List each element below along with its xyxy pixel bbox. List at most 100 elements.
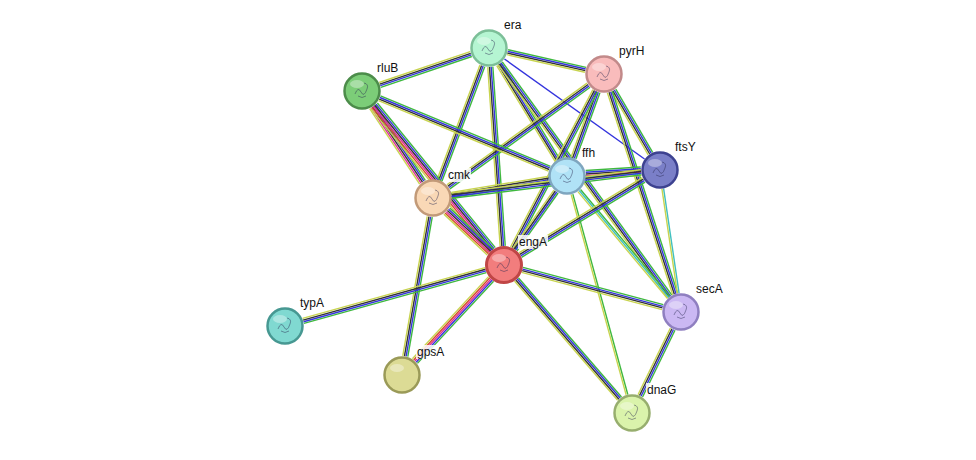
evidence-line — [452, 170, 641, 193]
node-circle — [487, 248, 522, 283]
evidence-line — [379, 99, 549, 169]
evidence-line — [416, 280, 492, 362]
node-label: era — [503, 18, 522, 32]
node-label: typA — [299, 296, 325, 310]
evidence-line — [507, 53, 585, 71]
evidence-line — [373, 106, 491, 251]
protein-node: ffh — [548, 157, 586, 195]
protein-node: dnaG — [613, 394, 651, 432]
evidence-line — [516, 192, 557, 250]
evidence-line — [450, 208, 493, 249]
evidence-line — [444, 214, 487, 255]
highlight — [648, 159, 662, 167]
node-circle — [470, 29, 508, 67]
node-label: cmk — [447, 168, 471, 182]
node-circle — [613, 394, 651, 432]
evidence-line — [513, 190, 554, 248]
protein-node: era — [470, 29, 508, 67]
highlight — [477, 37, 491, 45]
evidence-line — [379, 101, 549, 171]
evidence-line — [446, 212, 489, 253]
evidence-line — [449, 209, 492, 250]
interaction-edge — [522, 267, 664, 309]
interaction-edge — [452, 170, 642, 198]
node-label: gpsA — [416, 345, 445, 359]
highlight — [492, 254, 506, 262]
node-label: ftsY — [674, 140, 697, 154]
highlight — [669, 301, 683, 309]
evidence-line — [515, 281, 618, 400]
node-circle — [414, 179, 452, 217]
evidence-line — [376, 104, 494, 249]
interaction-edge — [379, 96, 551, 171]
evidence-line — [508, 50, 586, 68]
evidence-line — [519, 178, 643, 253]
evidence-line — [447, 210, 490, 251]
evidence-line — [523, 267, 663, 304]
highlight — [421, 187, 435, 195]
highlight — [592, 63, 606, 71]
evidence-line — [579, 191, 669, 298]
evidence-line — [445, 213, 488, 254]
evidence-line — [515, 92, 597, 249]
node-circle — [615, 396, 650, 431]
interaction-edge — [412, 277, 493, 364]
protein-node: cmk — [414, 179, 452, 217]
node-circle — [266, 307, 304, 345]
node-label: rluB — [376, 61, 399, 75]
evidence-line — [518, 278, 621, 397]
evidence-line — [452, 173, 641, 196]
evidence-line — [412, 277, 488, 359]
interaction-edge — [515, 278, 622, 401]
interaction-edge — [578, 189, 670, 298]
evidence-line — [375, 105, 493, 250]
highlight — [273, 315, 287, 323]
node-circle — [383, 356, 421, 394]
evidence-line — [512, 90, 594, 247]
interaction-edge — [444, 208, 493, 255]
interaction-edge — [488, 67, 505, 246]
node-label: engA — [518, 235, 548, 249]
node-circle — [587, 57, 622, 92]
node-circle — [643, 153, 678, 188]
interaction-edge — [513, 190, 558, 251]
interaction-edge — [371, 103, 496, 253]
evidence-line — [452, 171, 641, 194]
node-circle — [343, 72, 381, 110]
evidence-line — [415, 279, 491, 361]
protein-node: engA — [485, 246, 523, 284]
node-label: ffh — [581, 146, 596, 160]
evidence-line — [414, 278, 490, 360]
evidence-line — [523, 269, 663, 306]
node-circle — [416, 181, 451, 216]
protein-node: gpsA — [383, 356, 421, 394]
evidence-line — [662, 189, 677, 293]
evidence-line — [517, 193, 558, 251]
evidence-line — [514, 91, 596, 248]
evidence-line — [452, 175, 641, 198]
highlight — [555, 165, 569, 173]
protein-node: rluB — [343, 72, 381, 110]
node-label: dnaG — [646, 383, 677, 397]
evidence-line — [664, 189, 679, 293]
node-circle — [664, 295, 699, 330]
node-circle — [548, 157, 586, 195]
evidence-line — [508, 51, 586, 69]
highlight — [620, 402, 634, 410]
node-circle — [485, 246, 523, 284]
protein-node: pyrH — [585, 55, 623, 93]
evidence-line — [516, 280, 619, 399]
node-circle — [641, 151, 679, 189]
protein-node: secA — [662, 293, 700, 331]
evidence-line — [581, 189, 671, 296]
node-circle — [345, 74, 380, 109]
node-circle — [268, 309, 303, 344]
node-label: secA — [695, 282, 724, 296]
interaction-edge — [571, 91, 600, 159]
interaction-edge — [303, 268, 487, 324]
node-circle — [550, 159, 585, 194]
evidence-line — [517, 279, 620, 398]
protein-node: ftsY — [641, 151, 679, 189]
